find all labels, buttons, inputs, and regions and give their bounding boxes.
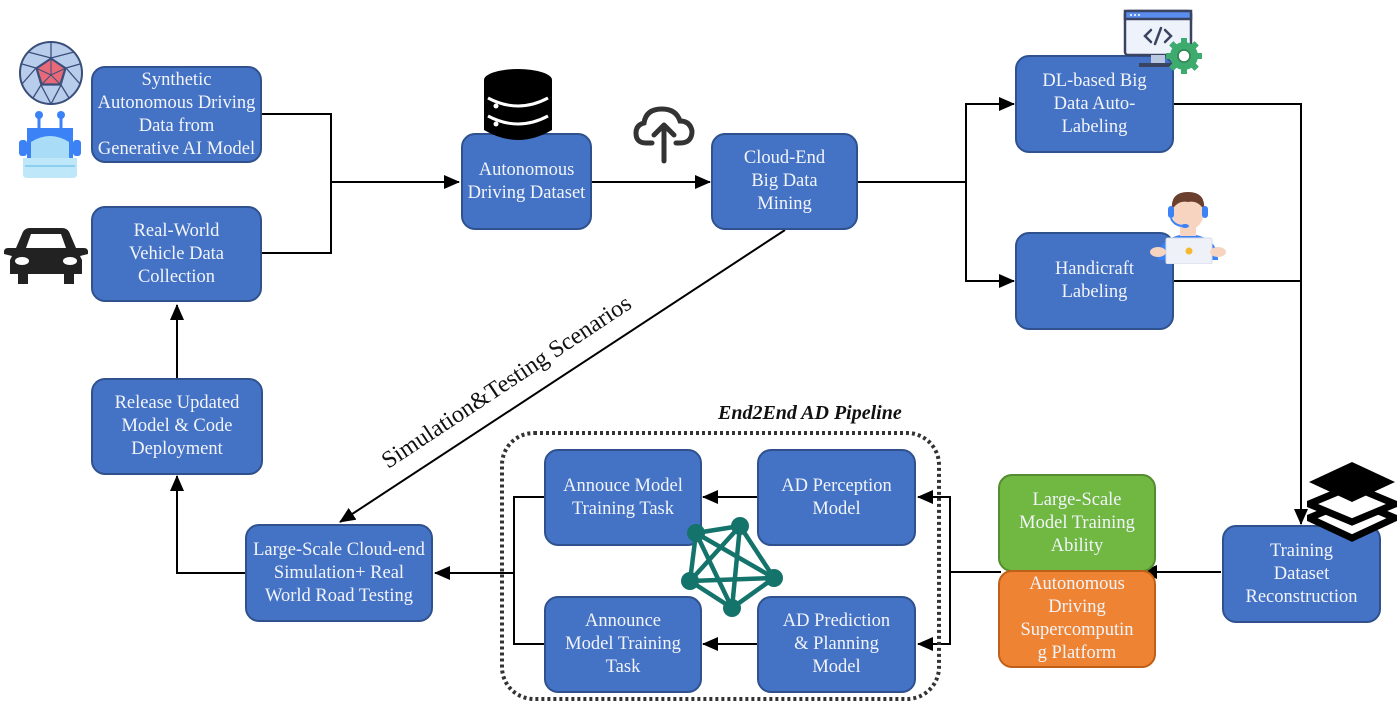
pipeline-title: End2End AD Pipeline xyxy=(718,402,902,424)
node-label: Handicraft Labeling xyxy=(1054,259,1135,302)
node-synthetic-data[interactable]: Synthetic Autonomous Driving Data from G… xyxy=(91,66,262,163)
node-cloud-end-mining[interactable]: Cloud-End Big Data Mining xyxy=(711,133,858,230)
edge-to-perception xyxy=(917,490,951,572)
edge-to-dl-labeling xyxy=(965,97,1015,182)
layers-icon xyxy=(1307,462,1397,542)
node-label: Annouce Model Training Task xyxy=(563,475,683,519)
edge-simulation-to-release xyxy=(170,475,245,574)
node-release-deployment[interactable]: Release Updated Model & Code Deployment xyxy=(91,378,263,475)
edge-mining-to-simulation xyxy=(339,229,786,523)
node-ad-prediction-planning[interactable]: AD Prediction & Planning Model xyxy=(757,596,916,693)
car-icon xyxy=(4,228,88,284)
robot-car-icon xyxy=(19,111,81,178)
node-announce-training-bottom[interactable]: Announce Model Training Task xyxy=(544,596,702,693)
node-label: Announce Model Training Task xyxy=(565,611,681,677)
node-cloud-simulation-testing[interactable]: Large-Scale Cloud-end Simulation+ Real W… xyxy=(245,524,433,622)
node-label: AD Perception Model xyxy=(781,475,892,519)
node-label: Autonomous Driving Supercomputin g Platf… xyxy=(1020,574,1134,663)
edge-dl-labeling-out xyxy=(1174,103,1308,525)
edge-announce-merge xyxy=(513,496,544,645)
node-label: Real-World Vehicle Data Collection xyxy=(128,220,225,287)
operator-headset-icon xyxy=(1150,192,1226,264)
node-label: Cloud-End Big Data Mining xyxy=(743,148,826,214)
node-label: Large-Scale Cloud-end Simulation+ Real W… xyxy=(253,539,425,606)
edge-to-handicraft xyxy=(965,182,1015,288)
node-announce-training-top[interactable]: Annouce Model Training Task xyxy=(544,449,702,546)
generative-ai-polyhedron-icon xyxy=(19,41,83,105)
node-dl-auto-labeling[interactable]: DL-based Big Data Auto- Labeling xyxy=(1015,55,1174,153)
node-dataset-reconstruction[interactable]: Training Dataset Reconstruction xyxy=(1222,525,1381,623)
node-label: AD Prediction & Planning Model xyxy=(782,611,891,677)
node-training-ability[interactable]: Large-Scale Model Training Ability xyxy=(998,474,1156,572)
node-autonomous-driving-dataset[interactable]: Autonomous Driving Dataset xyxy=(461,133,592,230)
cloud-upload-icon xyxy=(633,106,695,164)
node-label: Training Dataset Reconstruction xyxy=(1245,540,1358,607)
pipeline-frame xyxy=(500,431,941,701)
code-monitor-gear-icon xyxy=(1123,9,1202,74)
node-label: Synthetic Autonomous Driving Data from G… xyxy=(97,69,256,159)
node-label: DL-based Big Data Auto- Labeling xyxy=(1042,70,1147,137)
node-real-world-collection[interactable]: Real-World Vehicle Data Collection xyxy=(91,206,262,302)
node-handicraft-labeling[interactable]: Handicraft Labeling xyxy=(1015,232,1174,330)
database-icon xyxy=(484,69,552,140)
network-graph-icon xyxy=(681,517,783,617)
node-label: Autonomous Driving Dataset xyxy=(467,159,586,203)
edge-synthetic-merge xyxy=(262,113,332,254)
node-supercomputing-platform[interactable]: Autonomous Driving Supercomputin g Platf… xyxy=(998,570,1156,668)
node-ad-perception[interactable]: AD Perception Model xyxy=(757,449,916,546)
edge-to-prediction xyxy=(917,572,951,651)
node-label: Release Updated Model & Code Deployment xyxy=(114,393,240,459)
node-label: Large-Scale Model Training Ability xyxy=(1019,489,1135,556)
